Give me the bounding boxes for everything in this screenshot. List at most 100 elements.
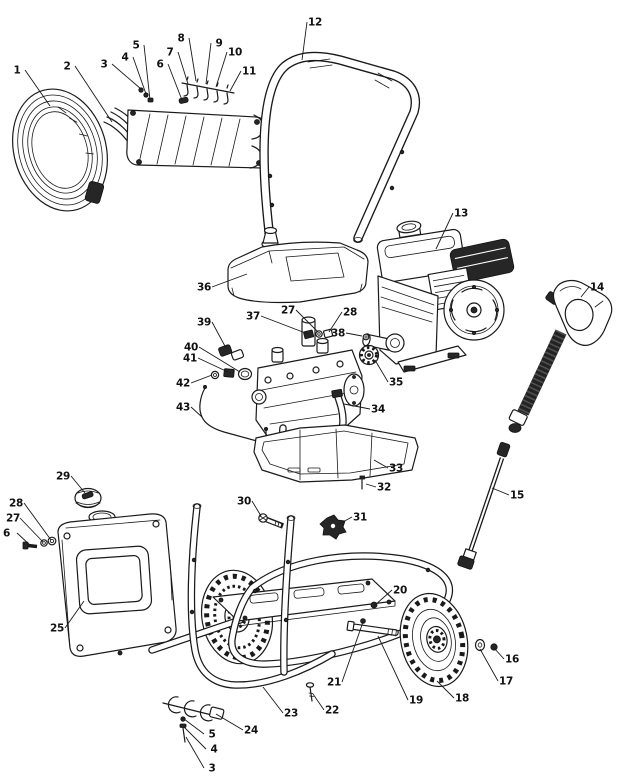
callout-label-18-17: 18 bbox=[455, 693, 469, 705]
callout-leader-27-26 bbox=[19, 517, 44, 543]
callout-label-4-46: 4 bbox=[210, 744, 217, 756]
callout-leader-40-41 bbox=[198, 346, 241, 373]
callout-label-35-34: 35 bbox=[389, 377, 403, 389]
pump-assembly bbox=[251, 316, 365, 441]
callout-label-22-21: 22 bbox=[325, 705, 339, 717]
spray-gun bbox=[508, 279, 613, 433]
callout-leader-11-10 bbox=[229, 70, 242, 92]
callout-leader-33-32 bbox=[373, 459, 389, 469]
callout-leader-4-46 bbox=[183, 726, 207, 750]
callout-label-39-40: 39 bbox=[197, 317, 211, 329]
callout-label-23-22: 23 bbox=[284, 708, 298, 720]
callout-leader-27-37 bbox=[295, 309, 319, 333]
callout-leader-17-16 bbox=[479, 648, 499, 682]
callout-leader-4-3 bbox=[132, 56, 147, 95]
callout-leader-43-44 bbox=[190, 406, 203, 418]
accessory-holder bbox=[162, 696, 225, 722]
callout-label-1-0: 1 bbox=[13, 65, 20, 77]
callout-leader-35-34 bbox=[374, 359, 389, 383]
handle bbox=[259, 51, 420, 243]
spray-wand bbox=[457, 441, 511, 570]
callout-label-7-6: 7 bbox=[166, 47, 173, 59]
hose-guard-panel bbox=[103, 107, 268, 169]
callout-leader-18-17 bbox=[436, 680, 455, 699]
plug-fastener bbox=[178, 96, 189, 104]
callout-leader-34-33 bbox=[343, 403, 371, 410]
callout-label-5-4: 5 bbox=[132, 40, 139, 52]
screw-set-top bbox=[138, 87, 154, 103]
callout-label-27-37: 27 bbox=[281, 305, 295, 317]
callout-label-32-31: 32 bbox=[377, 482, 391, 494]
callout-label-34-33: 34 bbox=[371, 404, 385, 416]
callout-label-2-1: 2 bbox=[63, 61, 70, 73]
callout-leader-7-6 bbox=[177, 51, 189, 85]
callout-leader-6-27 bbox=[16, 532, 31, 546]
callout-label-4-3: 4 bbox=[121, 52, 128, 64]
callout-label-6-27: 6 bbox=[3, 528, 10, 540]
callout-leader-3-2 bbox=[111, 63, 142, 90]
detergent-tank bbox=[57, 510, 177, 657]
tank-fasteners bbox=[22, 536, 57, 550]
callout-label-13-12: 13 bbox=[454, 208, 468, 220]
callout-leader-5-45 bbox=[183, 718, 205, 735]
callout-label-40-41: 40 bbox=[184, 342, 198, 354]
callout-label-9-8: 9 bbox=[215, 38, 222, 50]
callout-label-25-24: 25 bbox=[50, 623, 64, 635]
callout-leader-2-1 bbox=[74, 65, 113, 123]
callout-leader-30-29 bbox=[251, 500, 262, 517]
bolt-30 bbox=[258, 513, 284, 529]
clip-31 bbox=[319, 514, 347, 540]
callout-label-38-39: 38 bbox=[331, 328, 345, 340]
callout-leader-19-18 bbox=[377, 635, 409, 701]
callout-label-37-36: 37 bbox=[246, 311, 260, 323]
callout-label-11-10: 11 bbox=[242, 66, 256, 78]
callout-leader-15-14 bbox=[491, 487, 510, 496]
callout-leader-21-20 bbox=[341, 621, 364, 683]
callout-leader-13-12 bbox=[435, 212, 454, 250]
axle-hardware bbox=[346, 601, 498, 652]
callout-leader-20-19 bbox=[373, 589, 393, 607]
callout-leader-9-8 bbox=[205, 42, 212, 85]
callout-leader-24-23 bbox=[215, 713, 244, 731]
callout-label-21-20: 21 bbox=[327, 677, 341, 689]
hose-coil bbox=[11, 88, 109, 212]
callout-leader-42-43 bbox=[190, 374, 213, 384]
callout-label-24-23: 24 bbox=[244, 725, 258, 737]
callout-leader-3-47 bbox=[185, 736, 205, 769]
callout-label-42-43: 42 bbox=[176, 378, 190, 390]
callout-leader-28-25 bbox=[23, 502, 52, 541]
hook-rail bbox=[181, 76, 235, 105]
callout-label-17-16: 17 bbox=[499, 676, 513, 688]
bottom-tray bbox=[253, 424, 419, 483]
callout-label-31-30: 31 bbox=[353, 512, 367, 524]
callout-label-3-2: 3 bbox=[100, 59, 107, 71]
callout-label-19-18: 19 bbox=[409, 695, 423, 707]
tank-cap bbox=[74, 487, 102, 509]
callout-label-14-13: 14 bbox=[590, 282, 604, 294]
callout-leader-1-0 bbox=[24, 69, 51, 107]
callout-leader-38-39 bbox=[345, 332, 363, 337]
callout-leader-10-9 bbox=[215, 51, 228, 88]
top-cover bbox=[227, 226, 369, 304]
callout-label-5-45: 5 bbox=[208, 729, 215, 741]
callout-label-30-29: 30 bbox=[237, 496, 251, 508]
callout-leader-41-42 bbox=[197, 357, 229, 373]
callout-label-3-47: 3 bbox=[208, 763, 215, 775]
callout-leader-12-11 bbox=[301, 21, 308, 61]
callout-leader-39-40 bbox=[211, 321, 227, 349]
front-wheel bbox=[399, 592, 469, 688]
callout-leader-37-36 bbox=[260, 315, 309, 335]
callout-label-43-44: 43 bbox=[176, 402, 190, 414]
callout-label-20-19: 20 bbox=[393, 585, 407, 597]
engine bbox=[362, 220, 515, 373]
callout-label-10-9: 10 bbox=[228, 47, 242, 59]
callout-label-28-25: 28 bbox=[9, 498, 23, 510]
callout-leader-8-7 bbox=[188, 37, 197, 82]
callout-label-27-26: 27 bbox=[6, 513, 20, 525]
callout-leader-16-15 bbox=[493, 647, 505, 660]
callout-label-15-14: 15 bbox=[510, 490, 524, 502]
callout-leader-36-35 bbox=[211, 273, 248, 288]
pump-fittings bbox=[199, 328, 370, 442]
